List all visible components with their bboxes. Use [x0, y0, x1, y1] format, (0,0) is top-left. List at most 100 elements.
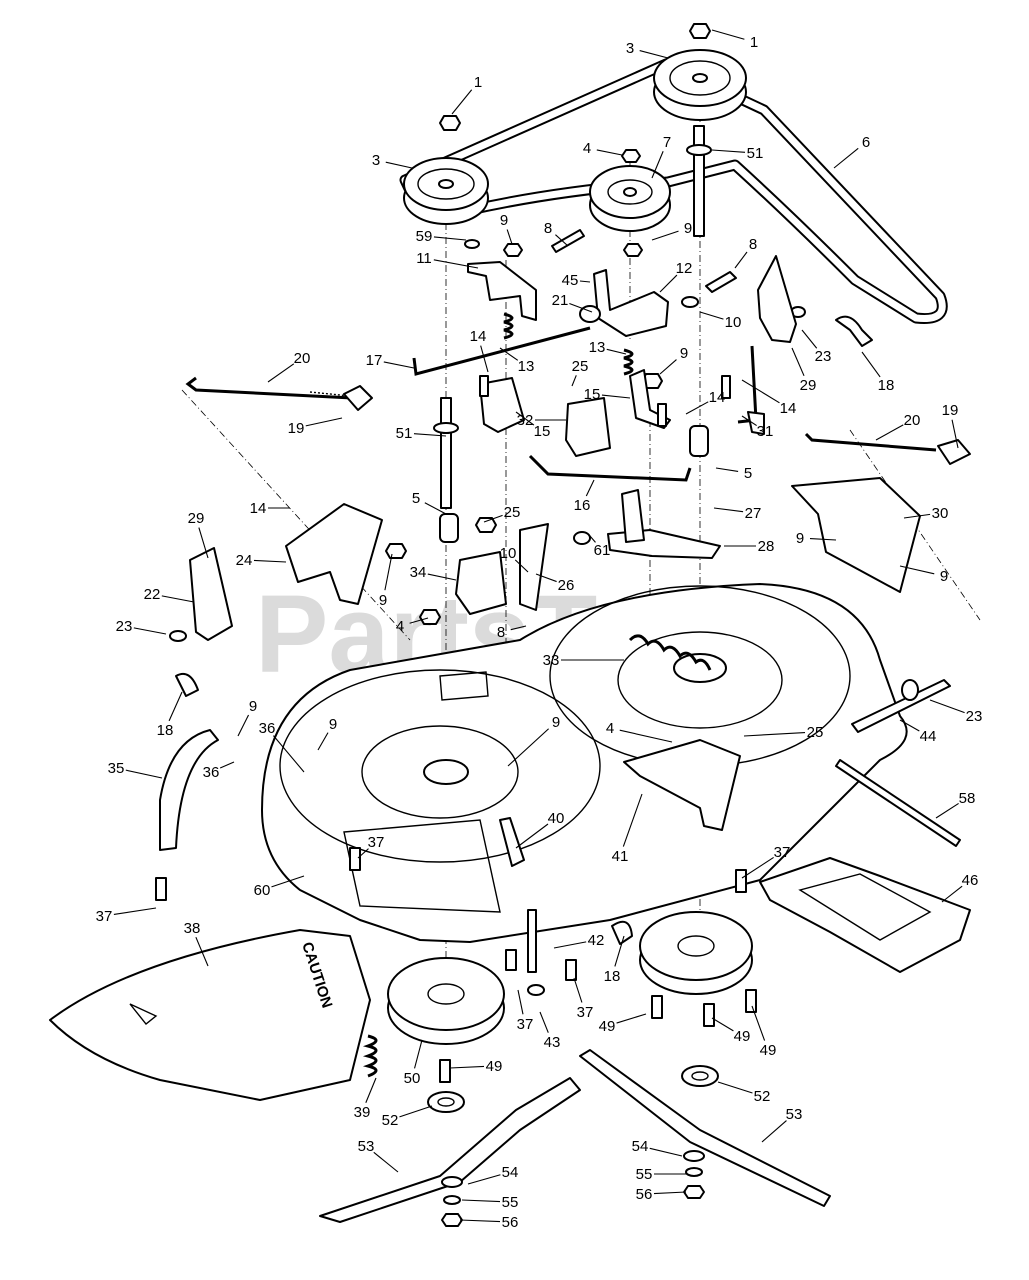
- callout-number: 4: [396, 618, 404, 635]
- callout-leader: [195, 937, 209, 967]
- callout-number: 25: [504, 504, 521, 521]
- callout-leader: [734, 251, 748, 269]
- callout-number: 9: [796, 530, 804, 547]
- callout-leader: [483, 514, 503, 523]
- pins: [551, 229, 873, 347]
- callout-leader: [951, 419, 959, 449]
- callout-leader: [113, 907, 157, 916]
- callout-leader: [271, 875, 305, 888]
- discharge-chute: CAUTION: [49, 929, 371, 1101]
- callout-leader: [711, 149, 746, 153]
- callout-number: 34: [410, 564, 427, 581]
- callout-leader: [833, 147, 859, 169]
- callout-leader: [579, 280, 591, 283]
- callout-leader: [535, 573, 557, 583]
- callout-leader: [699, 311, 724, 320]
- callout-number: 5: [744, 465, 752, 482]
- callout-leader: [385, 161, 413, 169]
- callout-number: 32: [517, 412, 534, 429]
- callout-leader: [569, 302, 593, 313]
- callout-number: 8: [497, 624, 505, 641]
- callout-number: 42: [588, 932, 605, 949]
- callout-leader: [751, 1005, 766, 1041]
- callout-number: 37: [517, 1016, 534, 1033]
- callout-leader: [399, 1105, 433, 1118]
- callout-number: 58: [959, 790, 976, 807]
- callout-number: 56: [636, 1186, 653, 1203]
- callout-number: 26: [558, 577, 575, 594]
- callout-leader: [365, 1077, 377, 1103]
- mower-deck: [261, 583, 908, 943]
- baffle: [159, 729, 219, 851]
- callout-leader: [506, 229, 513, 245]
- callout-leader: [899, 565, 935, 575]
- callout-number: 1: [750, 34, 758, 51]
- callout-leader: [539, 1011, 549, 1033]
- callout-number: 50: [404, 1070, 421, 1087]
- callout-leader: [517, 989, 524, 1015]
- callout-leader: [809, 538, 837, 541]
- callout-number: 9: [680, 345, 688, 362]
- callout-leader: [649, 1147, 683, 1157]
- callout-leader: [427, 573, 457, 581]
- callout-number: 41: [612, 848, 629, 865]
- callout-leader: [585, 479, 595, 497]
- callout-number: 19: [942, 402, 959, 419]
- callout-number: 14: [470, 328, 487, 345]
- callout-leader: [616, 1013, 647, 1024]
- callout-leader: [305, 417, 343, 427]
- callout-leader: [935, 802, 959, 819]
- callout-number: 33: [543, 652, 560, 669]
- callout-number: 36: [203, 764, 220, 781]
- callout-number: 29: [188, 510, 205, 527]
- side-plates: [189, 255, 797, 641]
- callout-number: 38: [184, 920, 201, 937]
- callout-leader: [253, 559, 287, 563]
- callout-number: 45: [562, 272, 579, 289]
- callout-number: 54: [502, 1164, 519, 1181]
- callout-leader: [903, 513, 931, 519]
- callout-leader: [711, 1017, 734, 1032]
- callout-leader: [741, 856, 774, 879]
- callout-leader: [659, 359, 677, 375]
- callout-leader: [571, 375, 577, 387]
- callout-number: 9: [940, 568, 948, 585]
- callout-leader: [761, 1120, 787, 1143]
- callout-leader: [168, 691, 183, 722]
- callout-leader: [459, 1219, 501, 1223]
- callout-leader: [449, 1065, 485, 1069]
- callout-number: 13: [518, 358, 535, 375]
- rear-brackets: [455, 477, 921, 615]
- callout-number: 18: [157, 722, 174, 739]
- callout-leader: [514, 559, 529, 573]
- callout-number: 25: [807, 724, 824, 741]
- callout-leader: [606, 348, 627, 355]
- callout-number: 40: [548, 810, 565, 827]
- callout-number: 54: [632, 1138, 649, 1155]
- callout-number: 4: [606, 720, 614, 737]
- callout-number: 14: [780, 400, 797, 417]
- callout-leader: [515, 411, 535, 426]
- callout-number: 31: [757, 423, 774, 440]
- callout-number: 23: [815, 348, 832, 365]
- callout-number: 22: [144, 586, 161, 603]
- callout-number: 28: [758, 538, 775, 555]
- callout-leader: [161, 595, 195, 603]
- callout-leader: [573, 977, 583, 1003]
- callout-leader: [424, 502, 447, 515]
- mower-blades: [319, 1049, 831, 1223]
- callout-number: 20: [904, 412, 921, 429]
- callout-number: 9: [500, 212, 508, 229]
- callout-leader: [413, 433, 447, 437]
- callout-leader: [237, 714, 250, 737]
- callout-number: 9: [552, 714, 560, 731]
- callout-leader: [555, 234, 569, 247]
- callout-number: 9: [249, 698, 257, 715]
- callout-leader: [791, 347, 805, 377]
- callout-leader: [267, 363, 295, 383]
- callout-number: 11: [416, 250, 432, 267]
- left-spindle-pulley: [403, 157, 489, 225]
- callout-leader: [409, 617, 429, 624]
- callout-number: 59: [416, 228, 433, 245]
